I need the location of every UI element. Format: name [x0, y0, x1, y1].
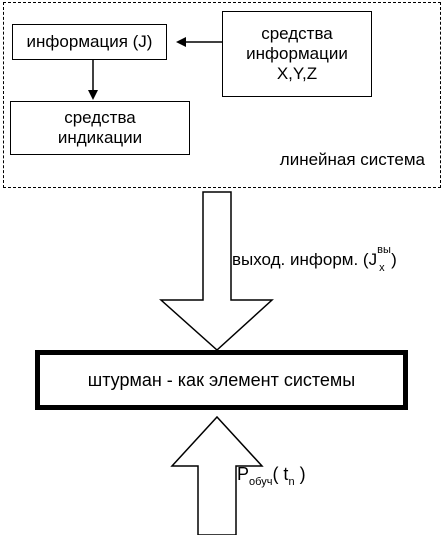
output-info-text: выход. информ. (J	[232, 250, 378, 269]
learning-big-arrow	[170, 415, 264, 535]
information-box-label: информация (J)	[26, 32, 153, 51]
sources-line-1: средства	[261, 24, 333, 43]
info-to-indication-arrowhead	[88, 90, 98, 100]
learning-label: Pобуч( tn )	[237, 464, 306, 488]
output-info-close: )	[391, 250, 397, 269]
indication-line-2: индикации	[57, 128, 143, 147]
output-info-big-arrow	[159, 191, 274, 352]
information-box: информация (J)	[12, 24, 167, 60]
linear-system-frame	[3, 2, 441, 188]
sources-to-info-arrowhead	[176, 37, 186, 47]
output-info-sub: х	[379, 262, 385, 274]
indication-line-1: средства	[64, 108, 136, 127]
learning-paren: ( t	[272, 464, 289, 484]
navigator-box: штурман - как элемент системы	[35, 350, 408, 410]
learning-sub2: n	[288, 476, 295, 488]
learning-close: )	[294, 464, 306, 484]
sources-line-3: X,Y,Z	[276, 64, 318, 83]
indication-box: средства индикации	[10, 101, 190, 155]
learning-sub: обуч	[249, 476, 273, 488]
sources-line-2: информации	[246, 44, 348, 63]
linear-system-label: линейная система	[279, 150, 425, 169]
learning-p: P	[237, 464, 250, 484]
output-info-sup: вы	[377, 244, 391, 256]
navigator-box-label: штурман - как элемент системы	[87, 369, 356, 390]
information-sources-box: средства информации X,Y,Z	[222, 11, 372, 97]
